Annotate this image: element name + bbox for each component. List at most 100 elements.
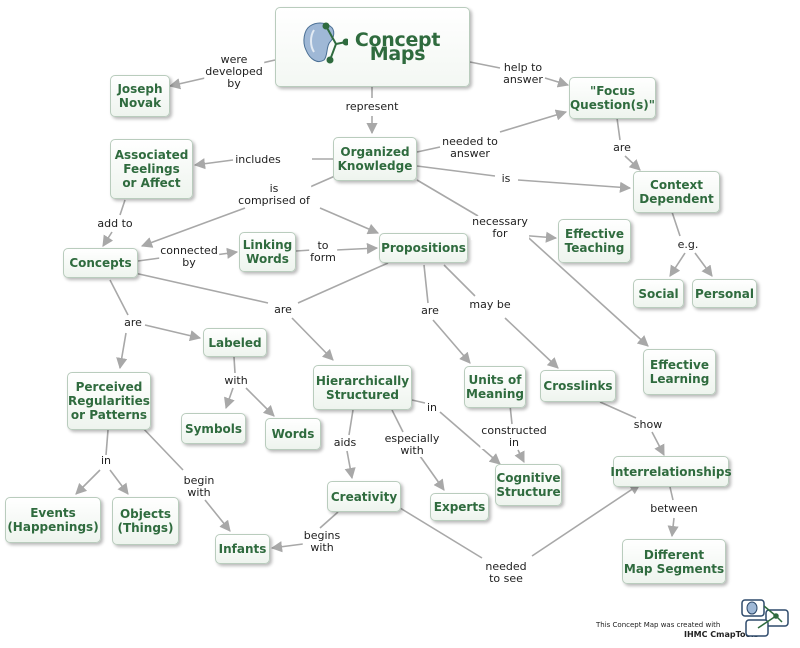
edge (419, 455, 445, 491)
edge (443, 264, 476, 297)
edge (514, 449, 525, 464)
node-associated-feelings[interactable]: Associated Feelings or Affect (110, 139, 193, 199)
edge (411, 399, 426, 404)
edge (499, 109, 568, 133)
edge (144, 324, 202, 342)
node-propositions[interactable]: Propositions (379, 233, 468, 263)
node-words[interactable]: Words (265, 418, 321, 450)
link-begins-with: begins with (302, 529, 342, 554)
node-interrelationships[interactable]: Interrelationships (610, 456, 732, 487)
node-organized-knowledge[interactable]: Organized Knowledge (333, 137, 417, 181)
edge (669, 252, 686, 277)
node-perceived-regularities[interactable]: Perceived Regularities or Patterns (67, 372, 151, 430)
node-symbols[interactable]: Symbols (181, 413, 246, 444)
link-necessary-for: necessary for (471, 215, 529, 240)
edge (439, 411, 501, 465)
concept-map-logo-icon (303, 22, 348, 64)
node-effective-teaching[interactable]: Effective Teaching (558, 219, 631, 263)
edge (416, 165, 496, 177)
node-linking-words[interactable]: Linking Words (239, 232, 296, 272)
node-focus-questions[interactable]: "Focus Question(s)" (569, 77, 656, 119)
link-especially-with: especially with (383, 432, 441, 457)
edge (669, 486, 674, 501)
link-may-be: may be (468, 298, 512, 311)
edge (137, 257, 161, 262)
edge (270, 541, 304, 553)
node-personal[interactable]: Personal (692, 279, 757, 308)
edge (319, 511, 339, 529)
link-is-comprised-of: is comprised of (237, 182, 311, 207)
edge (335, 242, 379, 255)
edge (504, 317, 559, 369)
link-show: show (632, 418, 664, 431)
edge (105, 429, 109, 456)
link-are-units: are (420, 304, 440, 317)
link-with: with (223, 374, 249, 387)
link-connected-by: connected by (159, 244, 219, 269)
link-represent: represent (344, 100, 400, 113)
edge (416, 179, 479, 217)
edge (544, 76, 570, 88)
cmaptools-logo-icon (741, 599, 789, 637)
node-events[interactable]: Events (Happenings) (5, 497, 101, 543)
edge (348, 409, 354, 436)
link-were-developed-by: were developed by (204, 53, 264, 90)
link-help-to-answer: help to answer (502, 61, 544, 86)
link-in-events: in (99, 454, 113, 467)
link-are-context: are (612, 141, 632, 154)
edge (297, 262, 389, 304)
edge (319, 207, 380, 235)
edge (667, 517, 679, 538)
edge (224, 387, 235, 410)
edge (416, 146, 441, 153)
node-units-of-meaning[interactable]: Units of Meaning (464, 366, 526, 408)
node-cognitive-structure[interactable]: Cognitive Structure (495, 464, 562, 506)
page-title: Concept Maps (354, 29, 441, 65)
footer-line-1: This Concept Map was created with (596, 621, 721, 629)
node-infants[interactable]: Infants (215, 534, 270, 564)
link-in-hier: in (425, 401, 439, 414)
footer-line-2: IHMC CmapTools (684, 630, 759, 639)
node-crosslinks[interactable]: Crosslinks (540, 370, 616, 402)
link-constructed-in: constructed in (480, 424, 548, 449)
footer-credit: This Concept Map was created with IHMC C… (596, 621, 759, 639)
link-needed-to-answer: needed to answer (441, 135, 499, 160)
node-objects[interactable]: Objects (Things) (112, 497, 179, 545)
link-to-form: to form (309, 239, 337, 264)
link-begin-with: begin with (182, 474, 216, 499)
link-add-to: add to (96, 217, 134, 230)
edge (469, 61, 501, 69)
edge (519, 229, 649, 347)
node-effective-learning[interactable]: Effective Learning (643, 349, 716, 395)
node-experts[interactable]: Experts (430, 493, 489, 521)
edge (129, 271, 269, 304)
node-context-dependent[interactable]: Context Dependent (633, 171, 720, 213)
edge (119, 199, 126, 216)
link-are-props: are (273, 303, 293, 316)
edge (616, 117, 621, 141)
edge (517, 179, 632, 193)
node-joseph-novak[interactable]: Joseph Novak (110, 75, 170, 117)
node-different-map-segments[interactable]: Different Map Segments (622, 539, 726, 584)
link-between: between (649, 502, 699, 515)
edge (399, 507, 483, 559)
edge (599, 401, 637, 419)
link-is: is (500, 172, 512, 185)
edge (671, 211, 681, 237)
link-includes: includes (234, 153, 282, 166)
node-concepts[interactable]: Concepts (63, 248, 138, 278)
edge (140, 207, 246, 248)
edge (509, 404, 513, 425)
node-creativity[interactable]: Creativity (327, 481, 401, 512)
link-aids: aids (332, 436, 358, 449)
edge (624, 155, 641, 171)
edge (139, 424, 184, 471)
edge (694, 252, 713, 277)
node-labeled[interactable]: Labeled (203, 328, 267, 357)
node-social[interactable]: Social (633, 279, 684, 308)
edge (245, 387, 275, 417)
title-node[interactable]: Concept Maps (275, 7, 470, 87)
node-hierarchically-structured[interactable]: Hierarchically Structured (313, 365, 412, 410)
edge (432, 319, 471, 364)
